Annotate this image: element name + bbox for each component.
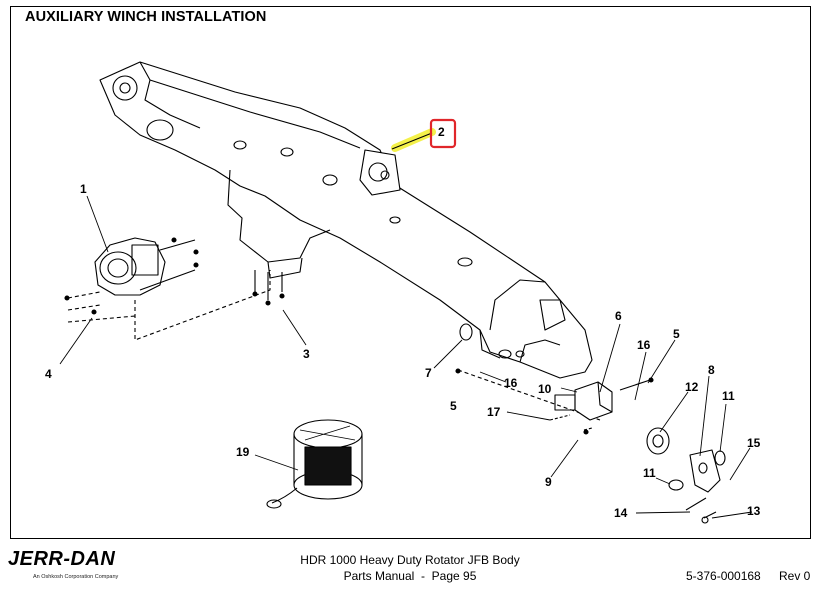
callout-6: 6: [615, 309, 622, 323]
callout-16a: 16: [637, 338, 651, 352]
jerr-dan-logo: JERR-DAN: [8, 548, 116, 570]
callout-7: 7: [425, 366, 432, 380]
callout-13: 13: [747, 504, 761, 518]
revision: Rev 0: [779, 569, 811, 583]
callout-4: 4: [45, 367, 52, 381]
callout-2: 2: [438, 125, 445, 139]
aux-winch-assembly: [64, 237, 285, 341]
callout-5a: 5: [673, 327, 680, 341]
callout-11b: 11: [643, 466, 656, 480]
part-number: 5-376-000168: [686, 569, 761, 583]
diagram-frame: [10, 6, 811, 539]
page-label: Parts Manual - Page 95: [343, 569, 477, 583]
callout-11a: 11: [722, 389, 735, 403]
callout-14: 14: [614, 506, 628, 520]
manual-title: HDR 1000 Heavy Duty Rotator JFB Body: [300, 553, 520, 567]
callout-9: 9: [545, 475, 552, 489]
leader-lines: [59, 195, 753, 519]
cable-spool: [266, 419, 363, 509]
callout-10: 10: [538, 382, 552, 396]
callout-16b: 16: [504, 376, 518, 390]
callout-12: 12: [685, 380, 699, 394]
callout-8: 8: [708, 363, 715, 377]
callout-1: 1: [80, 182, 87, 196]
callout-19: 19: [236, 445, 250, 459]
callout-15: 15: [747, 436, 761, 450]
callout-5b: 5: [450, 399, 457, 413]
callout-3: 3: [303, 347, 310, 361]
item-2-highlight: [391, 118, 457, 152]
logo-subtitle: An Oshkosh Corporation Company: [33, 574, 119, 580]
callout-17: 17: [487, 405, 501, 419]
boom-frame: [99, 61, 593, 379]
diagram-title: AUXILIARY WINCH INSTALLATION: [25, 9, 267, 25]
pivot-hardware: [455, 323, 726, 524]
callout-labels: 1 2 3 4 5 5 6 7 8 9 10 11 11 12 13 14 15…: [45, 125, 761, 520]
